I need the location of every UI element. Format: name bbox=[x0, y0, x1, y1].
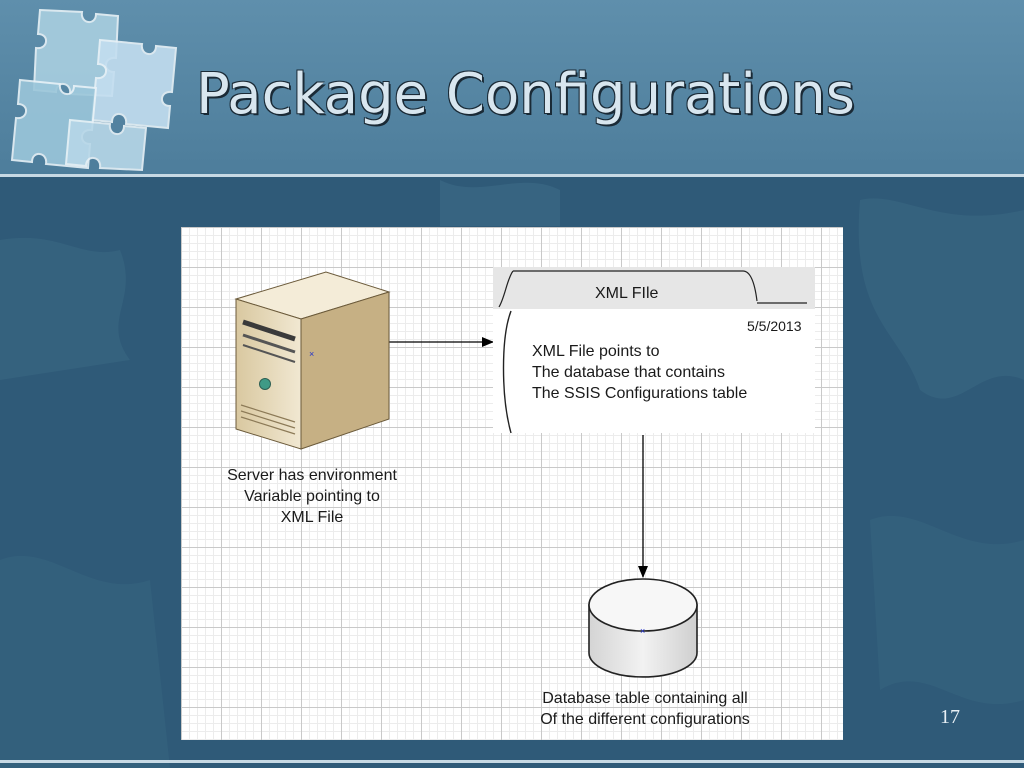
database-label-line: Database table containing all bbox=[542, 690, 748, 707]
slide-number: 17 bbox=[940, 706, 960, 728]
xml-file-description-line: The SSIS Configurations table bbox=[532, 385, 748, 402]
xml-file-description: XML File points to The database that con… bbox=[532, 341, 747, 404]
database-label-line: Of the different configurations bbox=[540, 711, 750, 728]
server-label: Server has environment Variable pointing… bbox=[207, 465, 417, 528]
server-tower-icon: × bbox=[234, 271, 391, 450]
xml-file-description-line: The database that contains bbox=[532, 364, 726, 381]
svg-text:×: × bbox=[640, 626, 645, 636]
xml-file-title: XML FIle bbox=[595, 285, 659, 302]
svg-text:×: × bbox=[309, 349, 314, 359]
server-label-line: Server has environment bbox=[227, 467, 397, 484]
diagram-canvas: × × Server has environmen bbox=[181, 227, 843, 740]
xml-file-date: 5/5/2013 bbox=[747, 318, 802, 334]
database-label: Database table containing all Of the dif… bbox=[511, 688, 779, 730]
database-cylinder-icon: × bbox=[588, 578, 698, 678]
server-label-line: Variable pointing to bbox=[244, 488, 380, 505]
document-card-icon bbox=[493, 267, 815, 434]
puzzle-pieces-icon bbox=[10, 8, 178, 172]
xml-file-description-line: XML File points to bbox=[532, 343, 660, 360]
slide-title: Package Configurations bbox=[196, 62, 855, 127]
server-label-line: XML File bbox=[280, 509, 344, 526]
